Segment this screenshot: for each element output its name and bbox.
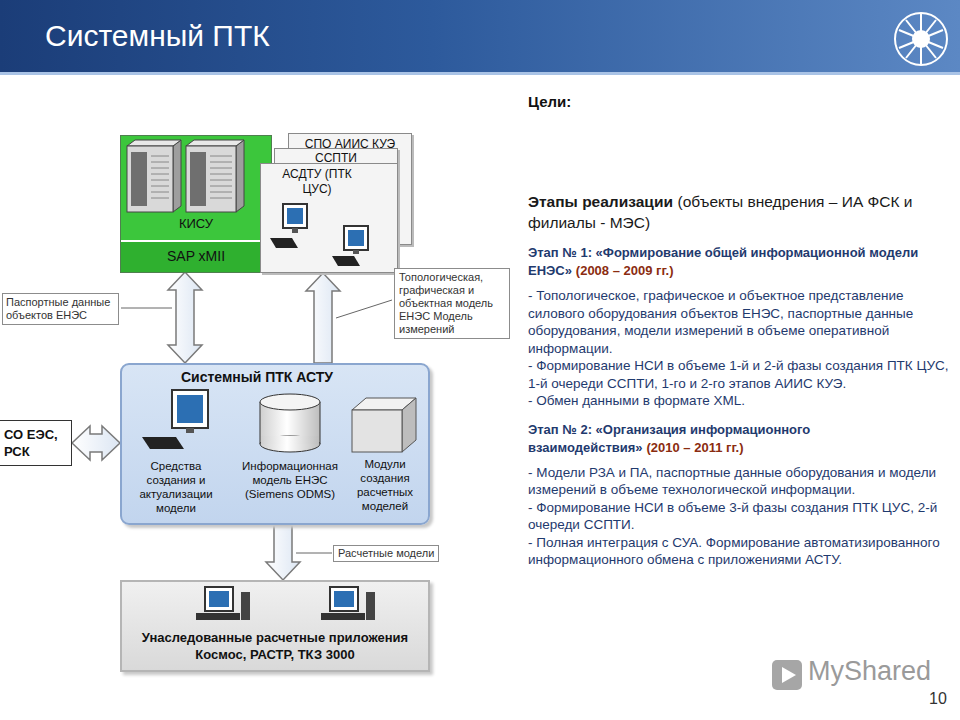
text-area: КИСУ bbox=[121, 216, 271, 231]
server-rack bbox=[127, 140, 181, 212]
column-text: - Топологическое, графическое и объектно… bbox=[528, 287, 950, 357]
column-text: - Формирование НСИ в объеме 1-й и 2-й фа… bbox=[528, 357, 950, 392]
block-arrow bbox=[72, 426, 120, 460]
page-number-text: 10 bbox=[929, 690, 947, 708]
text-block: Этапы реализации(объекты внедрения – ИА … bbox=[528, 191, 950, 233]
text-area: SAP xMII bbox=[121, 248, 271, 264]
column-text: Цели: bbox=[528, 93, 950, 111]
watermark-text: MyShared bbox=[808, 656, 931, 687]
node-text: Системный ПТК АСТУ bbox=[122, 369, 392, 385]
node-text: SAP xMII bbox=[121, 248, 271, 264]
text-block: Этап № 2: «Организация информационного в… bbox=[528, 420, 950, 456]
computer-icon bbox=[321, 587, 375, 620]
database-cylinder bbox=[260, 394, 320, 452]
text-block: - Формирование НСИ в объеме 3-й фазы соз… bbox=[528, 499, 950, 534]
external-box: СО ЕЭС, РСК bbox=[0, 420, 72, 466]
computer-icon bbox=[196, 587, 250, 620]
node-text: ССПТИ bbox=[275, 151, 397, 165]
block-arrow bbox=[168, 272, 202, 363]
text-block: - Обмен данными в формате XML. bbox=[528, 392, 950, 410]
column-text: - Модели РЗА и ПА, паспортные данные обо… bbox=[528, 464, 950, 499]
company-logo bbox=[895, 13, 947, 65]
title-wrap: Системный ПТК bbox=[45, 19, 270, 53]
text-area: Информационная модель ЕНЭС (Siemens ODMS… bbox=[234, 459, 346, 501]
tool-item: Средства создания и актуализации модели bbox=[126, 459, 226, 521]
node-text: СПО АИИС КУЭ bbox=[289, 137, 411, 151]
text-area: Средства создания и актуализации модели bbox=[126, 459, 226, 515]
slide-title: Системный ПТК bbox=[45, 19, 270, 53]
leader-line bbox=[121, 300, 392, 553]
column-text: - Формирование НСИ в объеме 3-й фазы соз… bbox=[528, 499, 950, 534]
legacy-box: Унаследованные расчетные приложенияКосмо… bbox=[120, 580, 430, 672]
asdtu-card: АСДТУ (ПТК ЦУС) bbox=[260, 163, 398, 273]
workstation-icon bbox=[270, 204, 307, 248]
column-text: (2008 – 2009 гг.) bbox=[576, 263, 674, 278]
node-text: Космос, РАСТР, ТКЗ 3000 bbox=[122, 646, 428, 663]
column-text: - Полная интеграция с СУА. Формирование … bbox=[528, 534, 950, 569]
workstation-icon bbox=[332, 226, 368, 266]
text-block: - Топологическое, графическое и объектно… bbox=[528, 287, 950, 357]
text-area: Системный ПТК АСТУ bbox=[122, 369, 392, 385]
callout-box: Расчетные модели bbox=[333, 545, 439, 562]
page-number: 10 bbox=[929, 690, 947, 708]
node-text: Модули создания расчетных моделей bbox=[352, 457, 418, 513]
node-text: КИСУ bbox=[121, 216, 271, 231]
text-block: Этап № 1: «Формирование общей информацио… bbox=[528, 243, 950, 279]
node-text: Информационная модель ЕНЭС (Siemens ODMS… bbox=[234, 459, 346, 501]
callout-box-text: Паспортные данные объектов ЕНЭС bbox=[6, 296, 115, 322]
workstation-icon bbox=[142, 390, 208, 449]
column-text: - Обмен данными в формате XML. bbox=[528, 392, 950, 410]
module-item: Модули создания расчетных моделей bbox=[352, 457, 418, 521]
column-text: Этапы реализации bbox=[528, 193, 673, 210]
module-cube bbox=[352, 398, 416, 452]
column-text: (2010 – 2011 гг.) bbox=[646, 440, 743, 455]
text-block: - Модели РЗА и ПА, паспортные данные обо… bbox=[528, 464, 950, 499]
text-block: - Формирование НСИ в объеме 1-й и 2-й фа… bbox=[528, 357, 950, 392]
text-area: АСДТУ (ПТК ЦУС) bbox=[279, 167, 355, 197]
node-text: АСДТУ (ПТК ЦУС) bbox=[279, 167, 355, 197]
text-area: Модули создания расчетных моделей bbox=[352, 457, 418, 513]
server-rack bbox=[186, 140, 244, 212]
callout-box-text: Расчетные модели bbox=[338, 547, 434, 560]
watermark-icon bbox=[772, 660, 802, 690]
node-text: Средства создания и актуализации модели bbox=[126, 459, 226, 515]
callout-box-text: Топологическая, графическая и объектная … bbox=[399, 271, 505, 336]
block-arrow bbox=[306, 273, 340, 363]
callout-box: Топологическая, графическая и объектная … bbox=[394, 268, 510, 339]
text-column: Цели: Этапы реализации(объекты внедрения … bbox=[528, 93, 950, 569]
text-block: - Полная интеграция с СУА. Формирование … bbox=[528, 534, 950, 569]
node-text: СО ЕЭС, РСК bbox=[4, 426, 70, 460]
text-block: Цели: bbox=[528, 93, 950, 111]
text-area: СО ЕЭС, РСК bbox=[4, 426, 70, 460]
text-area: СПО АИИС КУЭ bbox=[289, 137, 411, 151]
node-text: Унаследованные расчетные приложения bbox=[122, 629, 428, 646]
kisu-box: КИСУ SAP xMII bbox=[120, 135, 272, 273]
callout-box: Паспортные данные объектов ЕНЭС bbox=[2, 293, 119, 325]
watermark: MyShared bbox=[808, 656, 931, 687]
text-area: ССПТИ bbox=[275, 151, 397, 165]
sap-band: SAP xMII bbox=[121, 240, 271, 272]
astu-box: Системный ПТК АСТУ Средства создания и ак… bbox=[120, 363, 430, 525]
text-area: Унаследованные расчетные приложенияКосмо… bbox=[122, 629, 428, 663]
block-arrow bbox=[266, 525, 300, 580]
model-item: Информационная модель ЕНЭС (Siemens ODMS… bbox=[234, 459, 346, 511]
